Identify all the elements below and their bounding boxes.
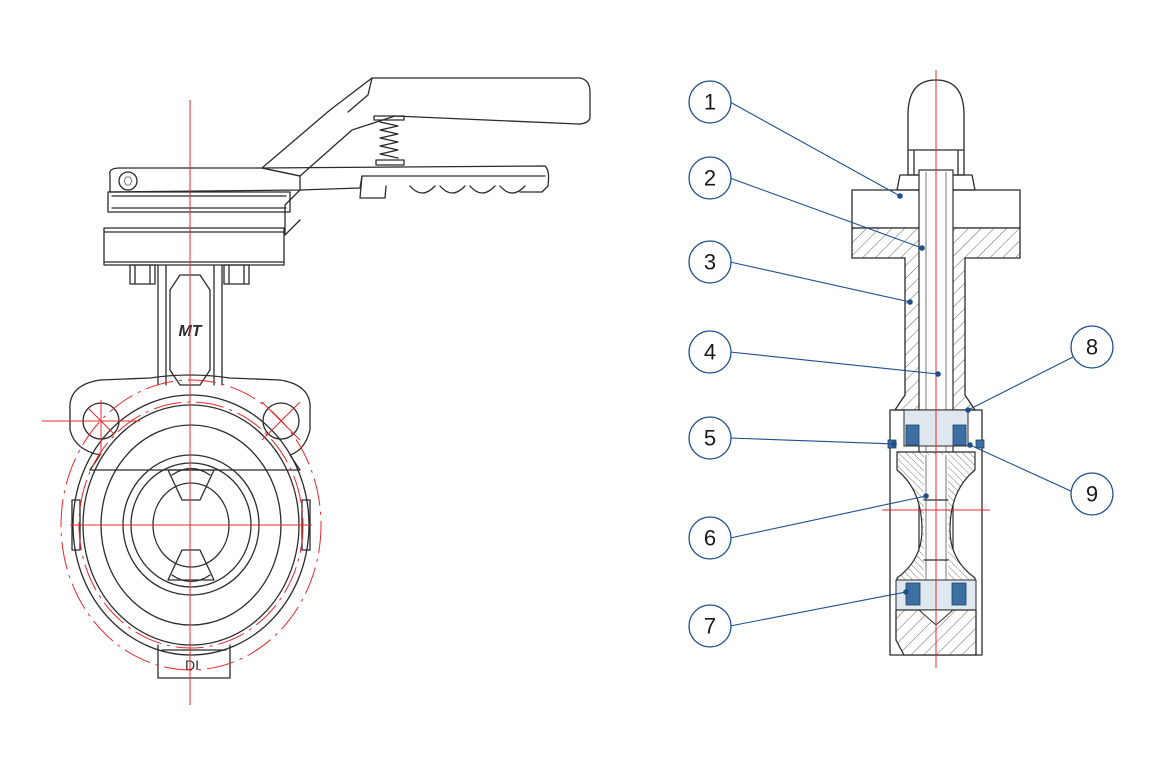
valve-neck: MT — [157, 264, 223, 386]
callout-2: 2 — [688, 156, 732, 200]
front-centerlines — [42, 100, 322, 705]
callout-9: 9 — [1070, 472, 1114, 516]
logo-mark: MT — [178, 323, 202, 340]
callout-leaders — [729, 101, 1074, 627]
hex-screw-icon — [118, 171, 138, 191]
bolt-nuts — [129, 264, 250, 285]
callout-8-label: 8 — [1086, 335, 1098, 360]
callout-2-label: 2 — [704, 166, 716, 191]
callout-1-label: 1 — [704, 90, 716, 115]
callout-6: 6 — [688, 516, 732, 560]
callout-3: 3 — [688, 240, 732, 284]
upper-seal-left — [905, 424, 920, 446]
callout-4-label: 4 — [704, 340, 716, 365]
upper-seal-right — [952, 424, 967, 446]
spring — [373, 115, 405, 166]
callout-1: 1 — [688, 80, 732, 124]
lower-seal-left — [905, 582, 921, 606]
callout-3-label: 3 — [704, 250, 716, 275]
callout-7: 7 — [688, 604, 732, 648]
lower-seal-right — [951, 582, 967, 606]
callout-5-label: 5 — [704, 426, 716, 451]
front-view: MT DI — [42, 77, 591, 705]
callout-9-label: 9 — [1086, 482, 1098, 507]
handle-lever — [261, 77, 591, 236]
callout-5: 5 — [688, 416, 732, 460]
callout-8: 8 — [1070, 325, 1114, 369]
body-marking: DI — [185, 657, 199, 673]
callout-7-label: 7 — [704, 614, 716, 639]
callout-6-label: 6 — [704, 526, 716, 551]
section-view — [851, 70, 1021, 668]
callout-4: 4 — [688, 330, 732, 374]
top-plate — [103, 167, 301, 266]
